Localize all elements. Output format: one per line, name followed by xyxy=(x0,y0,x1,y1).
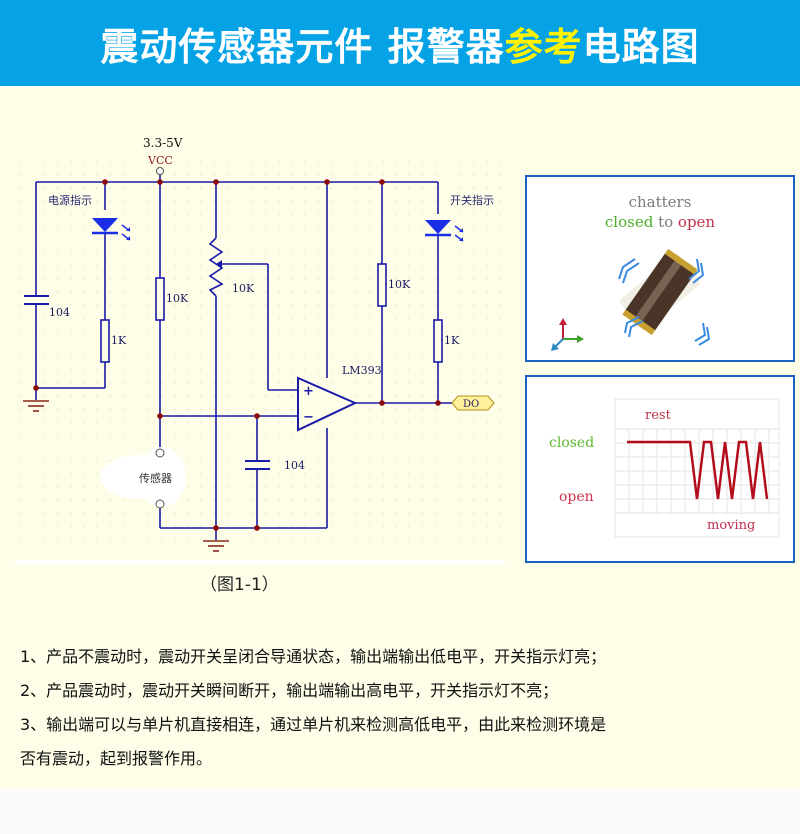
power-led-icon xyxy=(92,218,131,241)
note-4: 否有震动，起到报警作用。 xyxy=(20,749,213,768)
pot-wiper-arrow xyxy=(216,260,222,268)
supply-voltage-label: 3.3-5V xyxy=(143,136,183,150)
header-banner: 震动传感器元件 报警器参考电路图 xyxy=(0,0,800,86)
res-power-led-label: 1K xyxy=(111,334,127,347)
res-inverting-label: 10K xyxy=(166,292,189,305)
closed-to-open-label: closed to open xyxy=(605,213,716,231)
footer-band xyxy=(0,788,800,834)
resistor-output-pullup xyxy=(377,263,387,307)
capacitor-left xyxy=(24,295,49,305)
cap-left-label: 104 xyxy=(49,306,70,319)
circuit-schematic: 3.3-5V VCC xyxy=(15,136,505,564)
switch-led-label: 开关指示 xyxy=(450,193,494,207)
wires xyxy=(35,175,455,540)
ground-icon-left xyxy=(23,400,49,412)
vibration-marks-icon xyxy=(618,258,711,346)
rest-label: rest xyxy=(645,408,672,423)
state-chart-panel: rest closed open moving xyxy=(525,375,795,563)
title-part-2: 电路图 xyxy=(582,24,700,69)
sensor-label: 传感器 xyxy=(139,472,172,485)
page-title: 震动传感器元件 报警器参考电路图 xyxy=(100,16,699,71)
open-word: open xyxy=(678,213,716,231)
resistor-inverting-pullup xyxy=(155,277,165,321)
chatter-animation-panel: chatters closed to open xyxy=(525,175,795,362)
vcc-label: VCC xyxy=(147,154,173,167)
junction-dots xyxy=(33,179,441,531)
schematic-bottom-border xyxy=(15,560,505,564)
output-label: DO xyxy=(463,399,479,410)
capacitor-bottom xyxy=(245,460,270,470)
chatters-label: chatters xyxy=(629,193,692,211)
header-divider xyxy=(0,86,800,88)
switch-led-icon xyxy=(425,220,464,242)
closed-axis-label: closed xyxy=(549,435,594,451)
figure-caption: （图1-1） xyxy=(200,575,279,595)
title-part-1: 震动传感器元件 报警器 xyxy=(100,24,505,69)
closed-word: closed xyxy=(605,213,654,231)
sensor-terminal-bottom xyxy=(155,499,165,509)
cap-bottom-label: 104 xyxy=(284,459,305,472)
sensor-bubble-right xyxy=(138,447,186,507)
minus-sign: − xyxy=(303,410,314,425)
res-switch-led-label: 1K xyxy=(444,334,460,347)
ground-icon-bottom xyxy=(203,540,229,552)
vcc-terminal xyxy=(156,167,164,175)
output-do-tag xyxy=(451,395,495,411)
open-axis-label: open xyxy=(559,489,594,505)
note-1: 1、产品不震动时，震动开关呈闭合导通状态，输出端输出低电平，开关指示灯亮； xyxy=(20,647,607,666)
resistor-switch-led xyxy=(433,319,443,363)
xyz-axes-icon xyxy=(551,318,584,351)
sensor-terminal-top xyxy=(155,448,165,458)
description-notes: 1、产品不震动时，震动开关呈闭合导通状态，输出端输出低电平，开关指示灯亮； 2、… xyxy=(20,640,790,776)
state-chart: rest closed open moving xyxy=(549,398,780,538)
plus-sign: + xyxy=(303,384,314,399)
note-3: 3、输出端可以与单片机直接相连，通过单片机来检测高低电平，由此来检测环境是 xyxy=(20,715,607,734)
comparator-label: LM393 xyxy=(342,364,382,377)
state-line xyxy=(627,440,769,500)
comparator-lm393 xyxy=(297,376,358,432)
power-led-label: 电源指示 xyxy=(48,193,92,207)
grid-background xyxy=(15,150,502,562)
note-2: 2、产品震动时，震动开关瞬间断开，输出端输出高电平，开关指示灯不亮； xyxy=(20,681,559,700)
resistor-power-led xyxy=(100,319,110,363)
res-output-label: 10K xyxy=(388,278,411,291)
title-highlight: 参考 xyxy=(504,24,583,69)
to-word: to xyxy=(653,213,678,231)
moving-label: moving xyxy=(707,518,755,533)
pot-label: 10K xyxy=(232,282,255,295)
